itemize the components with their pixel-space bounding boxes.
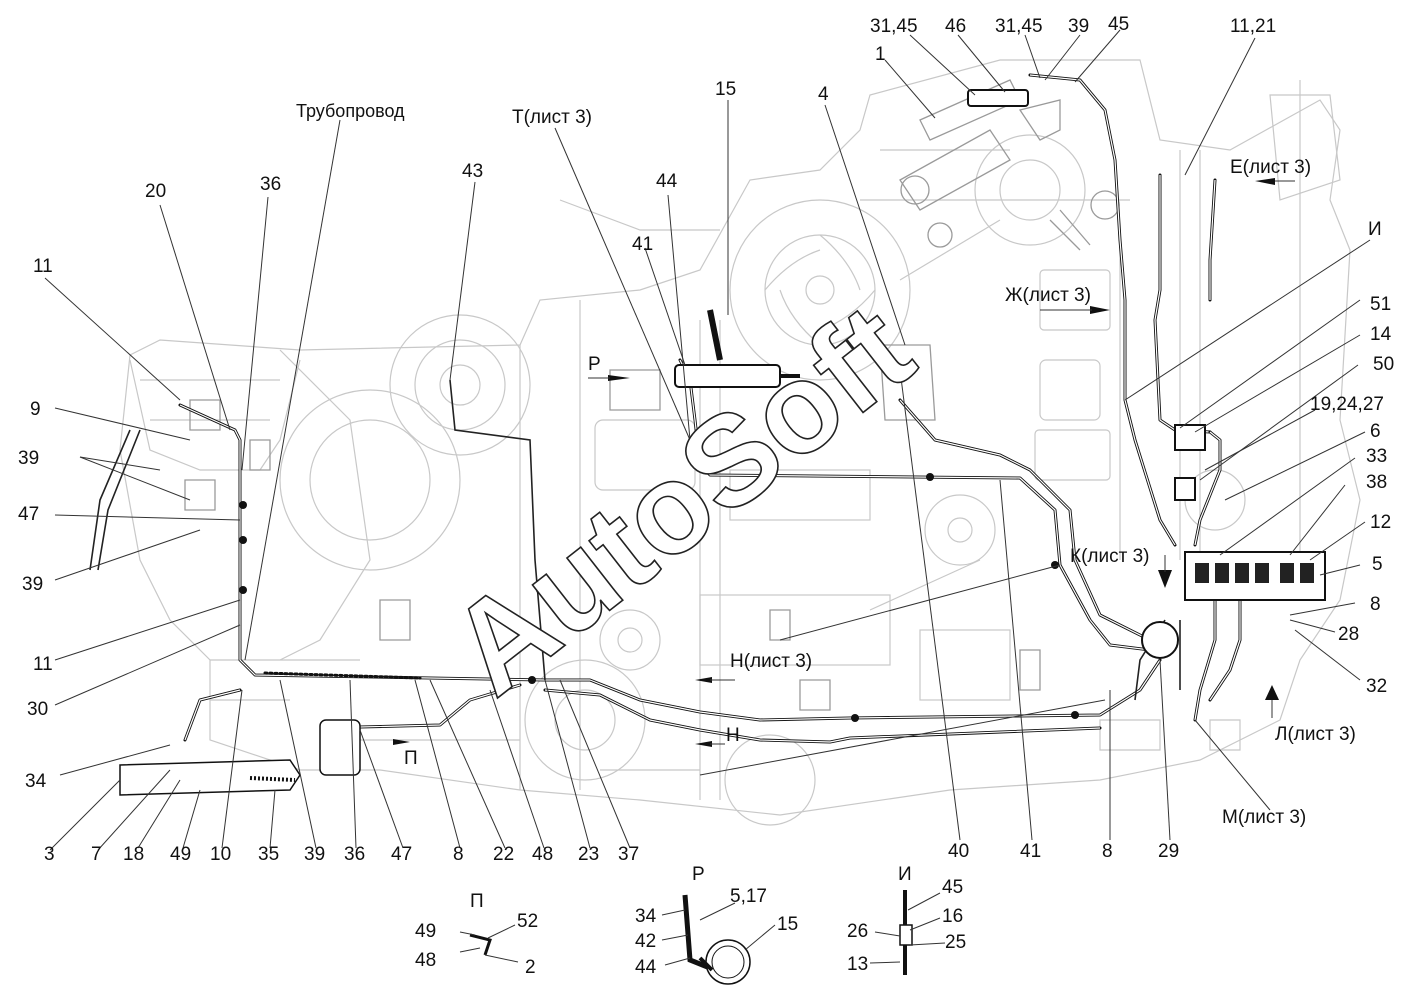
arrow-e-label [1255, 178, 1275, 185]
label-43: 43 [462, 161, 483, 182]
label-b-37: 37 [618, 844, 639, 865]
arrow-p-bottom-label [393, 739, 410, 745]
arrow-n-list-label [695, 677, 712, 683]
direction-arrows [393, 178, 1295, 747]
label-zh-list3: Ж(лист 3) [1005, 285, 1091, 306]
arrow-p-label [608, 375, 630, 381]
label-6: 6 [1370, 421, 1381, 442]
detail-r-44: 44 [635, 957, 657, 978]
detail-i-16: 16 [942, 906, 963, 927]
label-20: 20 [145, 181, 166, 202]
detail-i-45: 45 [942, 877, 963, 898]
label-15-top: 15 [715, 79, 736, 100]
label-41-top: 41 [632, 234, 653, 255]
label-11-21: 11,21 [1230, 16, 1276, 37]
detail-views [459, 890, 946, 985]
label-30: 30 [27, 699, 48, 720]
label-4: 4 [818, 84, 829, 105]
label-11-left: 11 [33, 256, 53, 277]
detail-p-48: 48 [415, 950, 436, 971]
detail-r-42: 42 [635, 931, 656, 952]
detail-p-49: 49 [415, 921, 436, 942]
label-r: Р [588, 354, 601, 375]
arrow-n-label [695, 741, 712, 747]
label-b-8: 8 [453, 844, 464, 865]
label-51: 51 [1370, 294, 1391, 315]
label-38: 38 [1366, 472, 1387, 493]
label-b-29: 29 [1158, 841, 1179, 862]
label-28: 28 [1338, 624, 1359, 645]
arrow-zh-label [1090, 306, 1110, 314]
detail-i-25: 25 [945, 932, 966, 953]
label-i: И [1368, 219, 1382, 240]
label-n-list3: Н(лист 3) [730, 651, 812, 672]
detail-r-5-17: 5,17 [730, 886, 767, 907]
detail-i-title: И [898, 864, 912, 885]
label-b-39: 39 [304, 844, 325, 865]
label-32: 32 [1366, 676, 1387, 697]
label-46: 46 [945, 16, 966, 37]
label-b-18: 18 [123, 844, 144, 865]
label-b-8b: 8 [1102, 841, 1113, 862]
label-p-arrow: П [404, 748, 418, 769]
label-5: 5 [1372, 554, 1383, 575]
label-36-top: 36 [260, 174, 281, 195]
label-1: 1 [875, 44, 886, 65]
label-k-list3: К(лист 3) [1070, 546, 1149, 567]
label-44-top: 44 [656, 171, 678, 192]
detail-p-2: 2 [525, 957, 536, 978]
label-14: 14 [1370, 324, 1392, 345]
detail-p-title: П [470, 891, 484, 912]
label-b-49: 49 [170, 844, 191, 865]
callout-labels: 31,45 46 31,45 39 45 11,21 1 Трубопровод… [18, 14, 1394, 978]
arrow-l-label [1265, 685, 1279, 700]
label-e-list3: Е(лист 3) [1230, 157, 1311, 178]
label-n: Н [726, 725, 740, 746]
leader-lines [44, 29, 1371, 851]
arrow-k-label [1158, 570, 1172, 588]
label-39-b: 39 [22, 574, 43, 595]
label-truboprovod: Трубопровод [296, 101, 405, 121]
label-31-45-b: 31,45 [995, 16, 1043, 37]
label-b-47: 47 [391, 844, 412, 865]
label-11-b: 11 [33, 654, 53, 675]
label-b-41: 41 [1020, 841, 1041, 862]
label-39-a: 39 [18, 448, 39, 469]
label-12: 12 [1370, 512, 1391, 533]
label-t-list3: Т(лист 3) [512, 107, 592, 128]
detail-r-34: 34 [635, 906, 657, 927]
detail-r-title: Р [692, 864, 705, 885]
label-b-23: 23 [578, 844, 599, 865]
label-b-48: 48 [532, 844, 553, 865]
label-b-36: 36 [344, 844, 365, 865]
label-b-35: 35 [258, 844, 279, 865]
hydraulic-lines [89, 73, 1242, 744]
label-l-list3: Л(лист 3) [1275, 724, 1356, 745]
components [119, 89, 1326, 796]
label-m-list3: М(лист 3) [1222, 807, 1306, 828]
label-b-7: 7 [91, 844, 102, 865]
label-47-left: 47 [18, 504, 39, 525]
detail-i-26: 26 [847, 921, 868, 942]
label-39-top: 39 [1068, 16, 1089, 37]
label-34: 34 [25, 771, 47, 792]
detail-i-13: 13 [847, 954, 868, 975]
label-45-top: 45 [1108, 14, 1129, 35]
label-50: 50 [1373, 354, 1394, 375]
label-b-22: 22 [493, 844, 514, 865]
label-b-40: 40 [948, 841, 969, 862]
label-8-right: 8 [1370, 594, 1381, 615]
label-31-45-a: 31,45 [870, 16, 918, 37]
label-9: 9 [30, 399, 41, 420]
detail-p-52: 52 [517, 911, 538, 932]
detail-r-15: 15 [777, 914, 798, 935]
label-b-10: 10 [210, 844, 231, 865]
label-19-24-27: 19,24,27 [1310, 394, 1384, 415]
label-b-3: 3 [44, 844, 55, 865]
label-33: 33 [1366, 446, 1387, 467]
machine-outline [119, 59, 1361, 826]
